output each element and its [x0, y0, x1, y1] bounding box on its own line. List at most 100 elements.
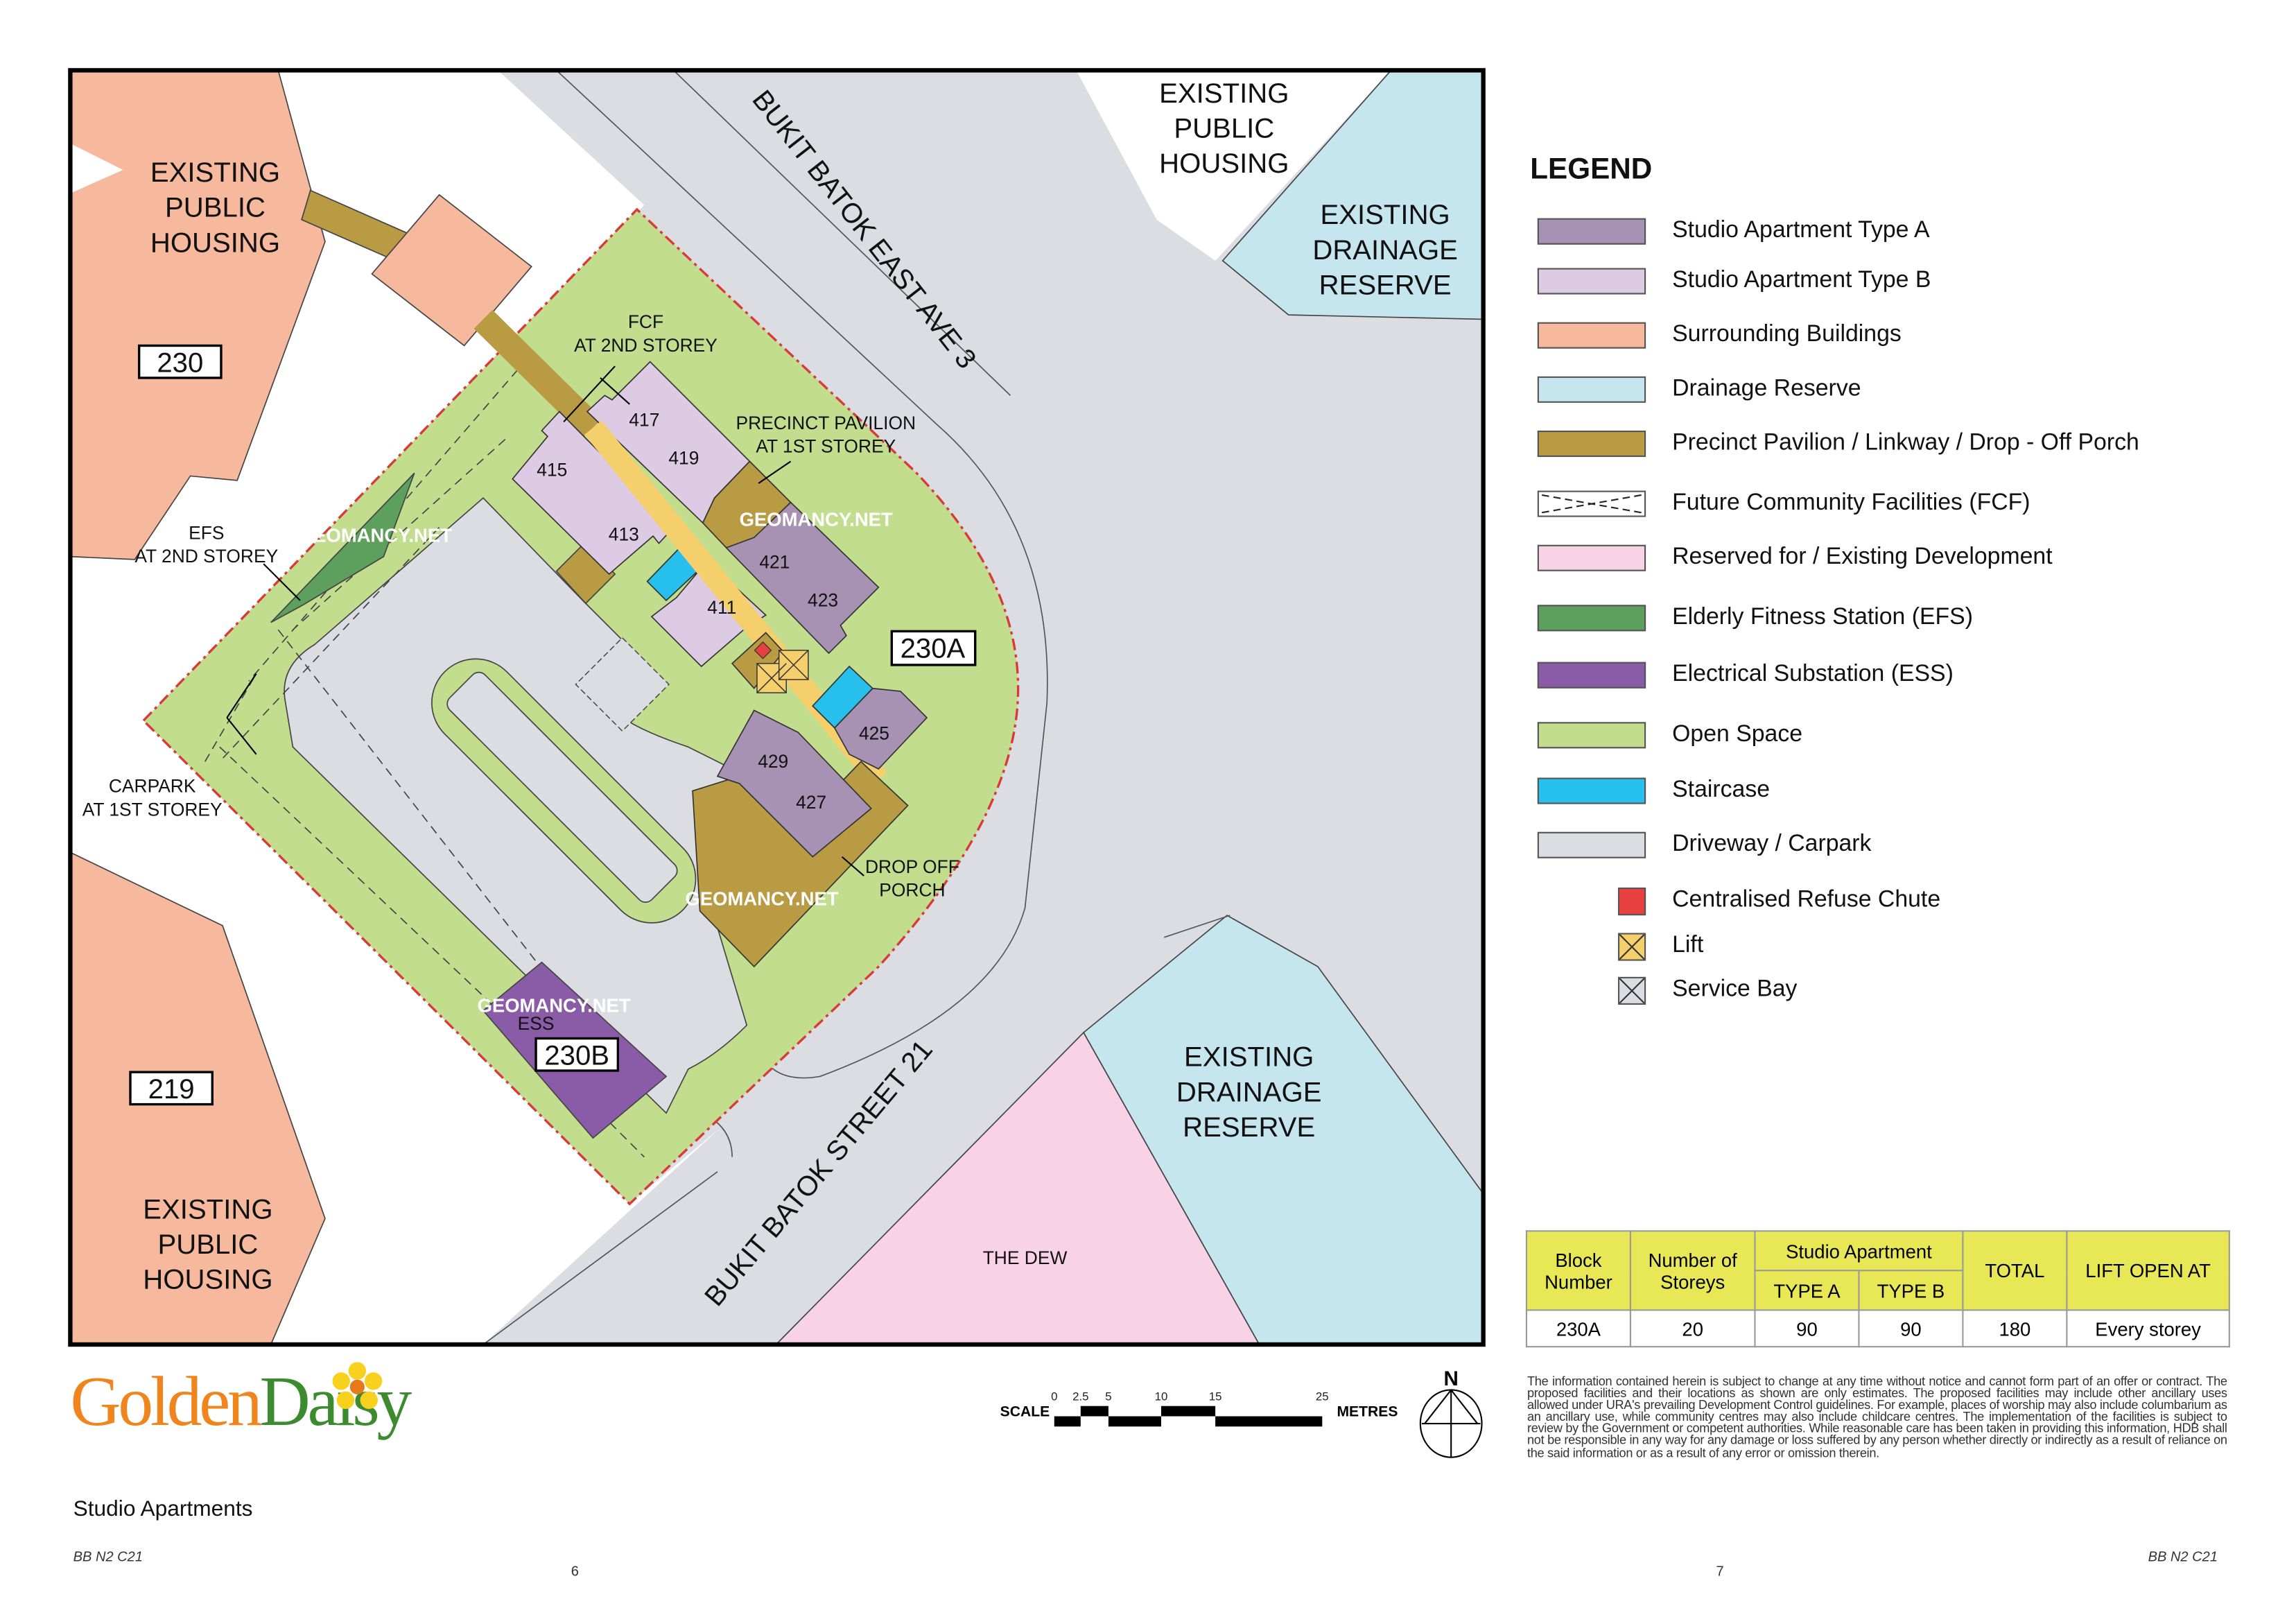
- disclaimer: The information contained herein is subj…: [1527, 1374, 2227, 1460]
- legend-item-label: Surrounding Buildings: [1672, 322, 1902, 347]
- svg-text:0: 0: [1051, 1390, 1057, 1403]
- reserved-development-swatch-icon: [1537, 544, 1646, 571]
- th-storeys: Number of Storeys: [1629, 1230, 1756, 1311]
- watermark: GEOMANCY.NET: [686, 888, 839, 909]
- svg-text:15: 15: [1209, 1390, 1222, 1403]
- svg-text:413: 413: [609, 524, 639, 544]
- fcf-swatch-icon: [1537, 490, 1646, 517]
- drainage-reserve-bottom: [1082, 915, 1484, 1345]
- svg-text:427: 427: [796, 792, 826, 813]
- label-the-dew: THE DEW: [983, 1247, 1068, 1268]
- legend-item-label: Drainage Reserve: [1672, 376, 1861, 401]
- th-total: TOTAL: [1962, 1230, 2068, 1311]
- legend-item-drainage-reserve: Drainage Reserve: [1537, 374, 1861, 406]
- fcf-dashed-lines: [204, 358, 645, 1158]
- svg-text:SCALE: SCALE: [1000, 1403, 1050, 1419]
- logo-golden: Golden: [70, 1363, 262, 1442]
- service-bay-swatch-icon: [1617, 976, 1646, 1004]
- th-studio: Studio Apartment: [1754, 1230, 1964, 1272]
- legend-item-label: Service Bay: [1672, 976, 1798, 1002]
- legend-item-label: Electrical Substation (ESS): [1672, 662, 1954, 687]
- open-space-swatch-icon: [1537, 722, 1646, 749]
- legend-item-label: Precinct Pavilion / Linkway / Drop - Off…: [1672, 430, 2139, 456]
- svg-text:230A: 230A: [901, 632, 966, 664]
- the-dew-area: [775, 1031, 1260, 1345]
- lift-swatch-icon: [1617, 932, 1646, 960]
- table-row: 230A 20 90 90 180 Every storey: [1525, 1309, 2230, 1348]
- drainage-reserve-top: [1221, 70, 1484, 320]
- staircase-swatch-icon: [1537, 777, 1646, 804]
- north-arrow-icon: N: [1419, 1367, 1483, 1458]
- open-land-top: [1076, 70, 1391, 261]
- legend-item-label: Staircase: [1672, 777, 1771, 803]
- svg-text:230B: 230B: [544, 1040, 609, 1071]
- page-number-right: 7: [1716, 1564, 1724, 1581]
- svg-text:419: 419: [668, 448, 699, 469]
- legend-item-service-bay: Service Bay: [1538, 974, 1798, 1006]
- legend-item-precinct-pavilion: Precinct Pavilion / Linkway / Drop - Off…: [1537, 428, 2139, 460]
- svg-text:219: 219: [148, 1073, 195, 1105]
- watermark: GEOMANCY.NET: [478, 995, 631, 1017]
- service-bay: [575, 637, 670, 732]
- svg-text:429: 429: [758, 751, 788, 772]
- legend-item-type-b: Studio Apartment Type B: [1537, 265, 1931, 297]
- housing-notch: [70, 143, 123, 193]
- block-info-table: Block Number Number of Storeys Studio Ap…: [1525, 1230, 2230, 1348]
- svg-text:2.5: 2.5: [1072, 1390, 1088, 1403]
- svg-text:10: 10: [1155, 1390, 1168, 1403]
- block-tag-230b: 230B: [534, 1037, 620, 1072]
- road-edge: [556, 70, 1048, 1079]
- svg-text:425: 425: [859, 723, 889, 744]
- refuse-chute: [754, 641, 772, 659]
- th-lift: LIFT OPEN AT: [2066, 1230, 2230, 1311]
- type-b-block-411: [650, 560, 767, 668]
- svg-text:421: 421: [759, 552, 790, 573]
- svg-text:N: N: [1444, 1367, 1459, 1390]
- block-tag-230: 230: [137, 344, 223, 379]
- svg-text:417: 417: [629, 410, 659, 431]
- svg-text:230: 230: [157, 347, 203, 378]
- type-a-block-421-423: [725, 501, 880, 655]
- legend-item-label: Driveway / Carpark: [1672, 831, 1872, 857]
- block-tag-230a: 230A: [890, 630, 977, 666]
- map-frame: [68, 68, 1486, 1347]
- svg-text:415: 415: [537, 459, 567, 480]
- refuse-chute-swatch-icon: [1617, 886, 1646, 915]
- footer-code-right: BB N2 C21: [2148, 1549, 2218, 1566]
- cell-type-b: 90: [1858, 1309, 1964, 1348]
- legend-item-reserved-development: Reserved for / Existing Development: [1537, 542, 2053, 574]
- legend-item-label: Future Community Facilities (FCF): [1672, 490, 2030, 516]
- cell-block: 230A: [1525, 1309, 1631, 1348]
- th-type-b: TYPE B: [1858, 1270, 1964, 1311]
- svg-text:423: 423: [808, 589, 838, 610]
- pavilion-lower: [555, 541, 616, 605]
- drainage-reserve-swatch-icon: [1537, 376, 1646, 403]
- type-b-swatch-icon: [1537, 268, 1646, 295]
- legend-title: LEGEND: [1530, 153, 1653, 187]
- type-a-block-429-427: [716, 709, 872, 858]
- legend-item-fcf: Future Community Facilities (FCF): [1537, 487, 2030, 519]
- surrounding-buildings-swatch-icon: [1537, 322, 1646, 349]
- callout-arrows: [226, 365, 864, 876]
- ess-swatch-icon: [1537, 662, 1646, 689]
- daisy-flower-icon: [332, 1362, 383, 1409]
- legend-item-lift: Lift: [1538, 930, 1703, 962]
- block-tag-219: 219: [129, 1071, 214, 1106]
- legend-item-label: Open Space: [1672, 722, 1803, 747]
- footer-code-left: BB N2 C21: [73, 1549, 144, 1566]
- unit-numbers: 417 419 415 413 421 423 411 425 429 427: [537, 410, 889, 813]
- precinct-pavilion-swatch-icon: [1537, 430, 1646, 458]
- legend-item-surrounding-buildings: Surrounding Buildings: [1537, 319, 1902, 351]
- watermark: GEOMANCY.NET: [740, 508, 893, 530]
- legend-item-label: Centralised Refuse Chute: [1672, 887, 1941, 913]
- golden-daisy-logo: GoldenDaisy: [70, 1362, 412, 1442]
